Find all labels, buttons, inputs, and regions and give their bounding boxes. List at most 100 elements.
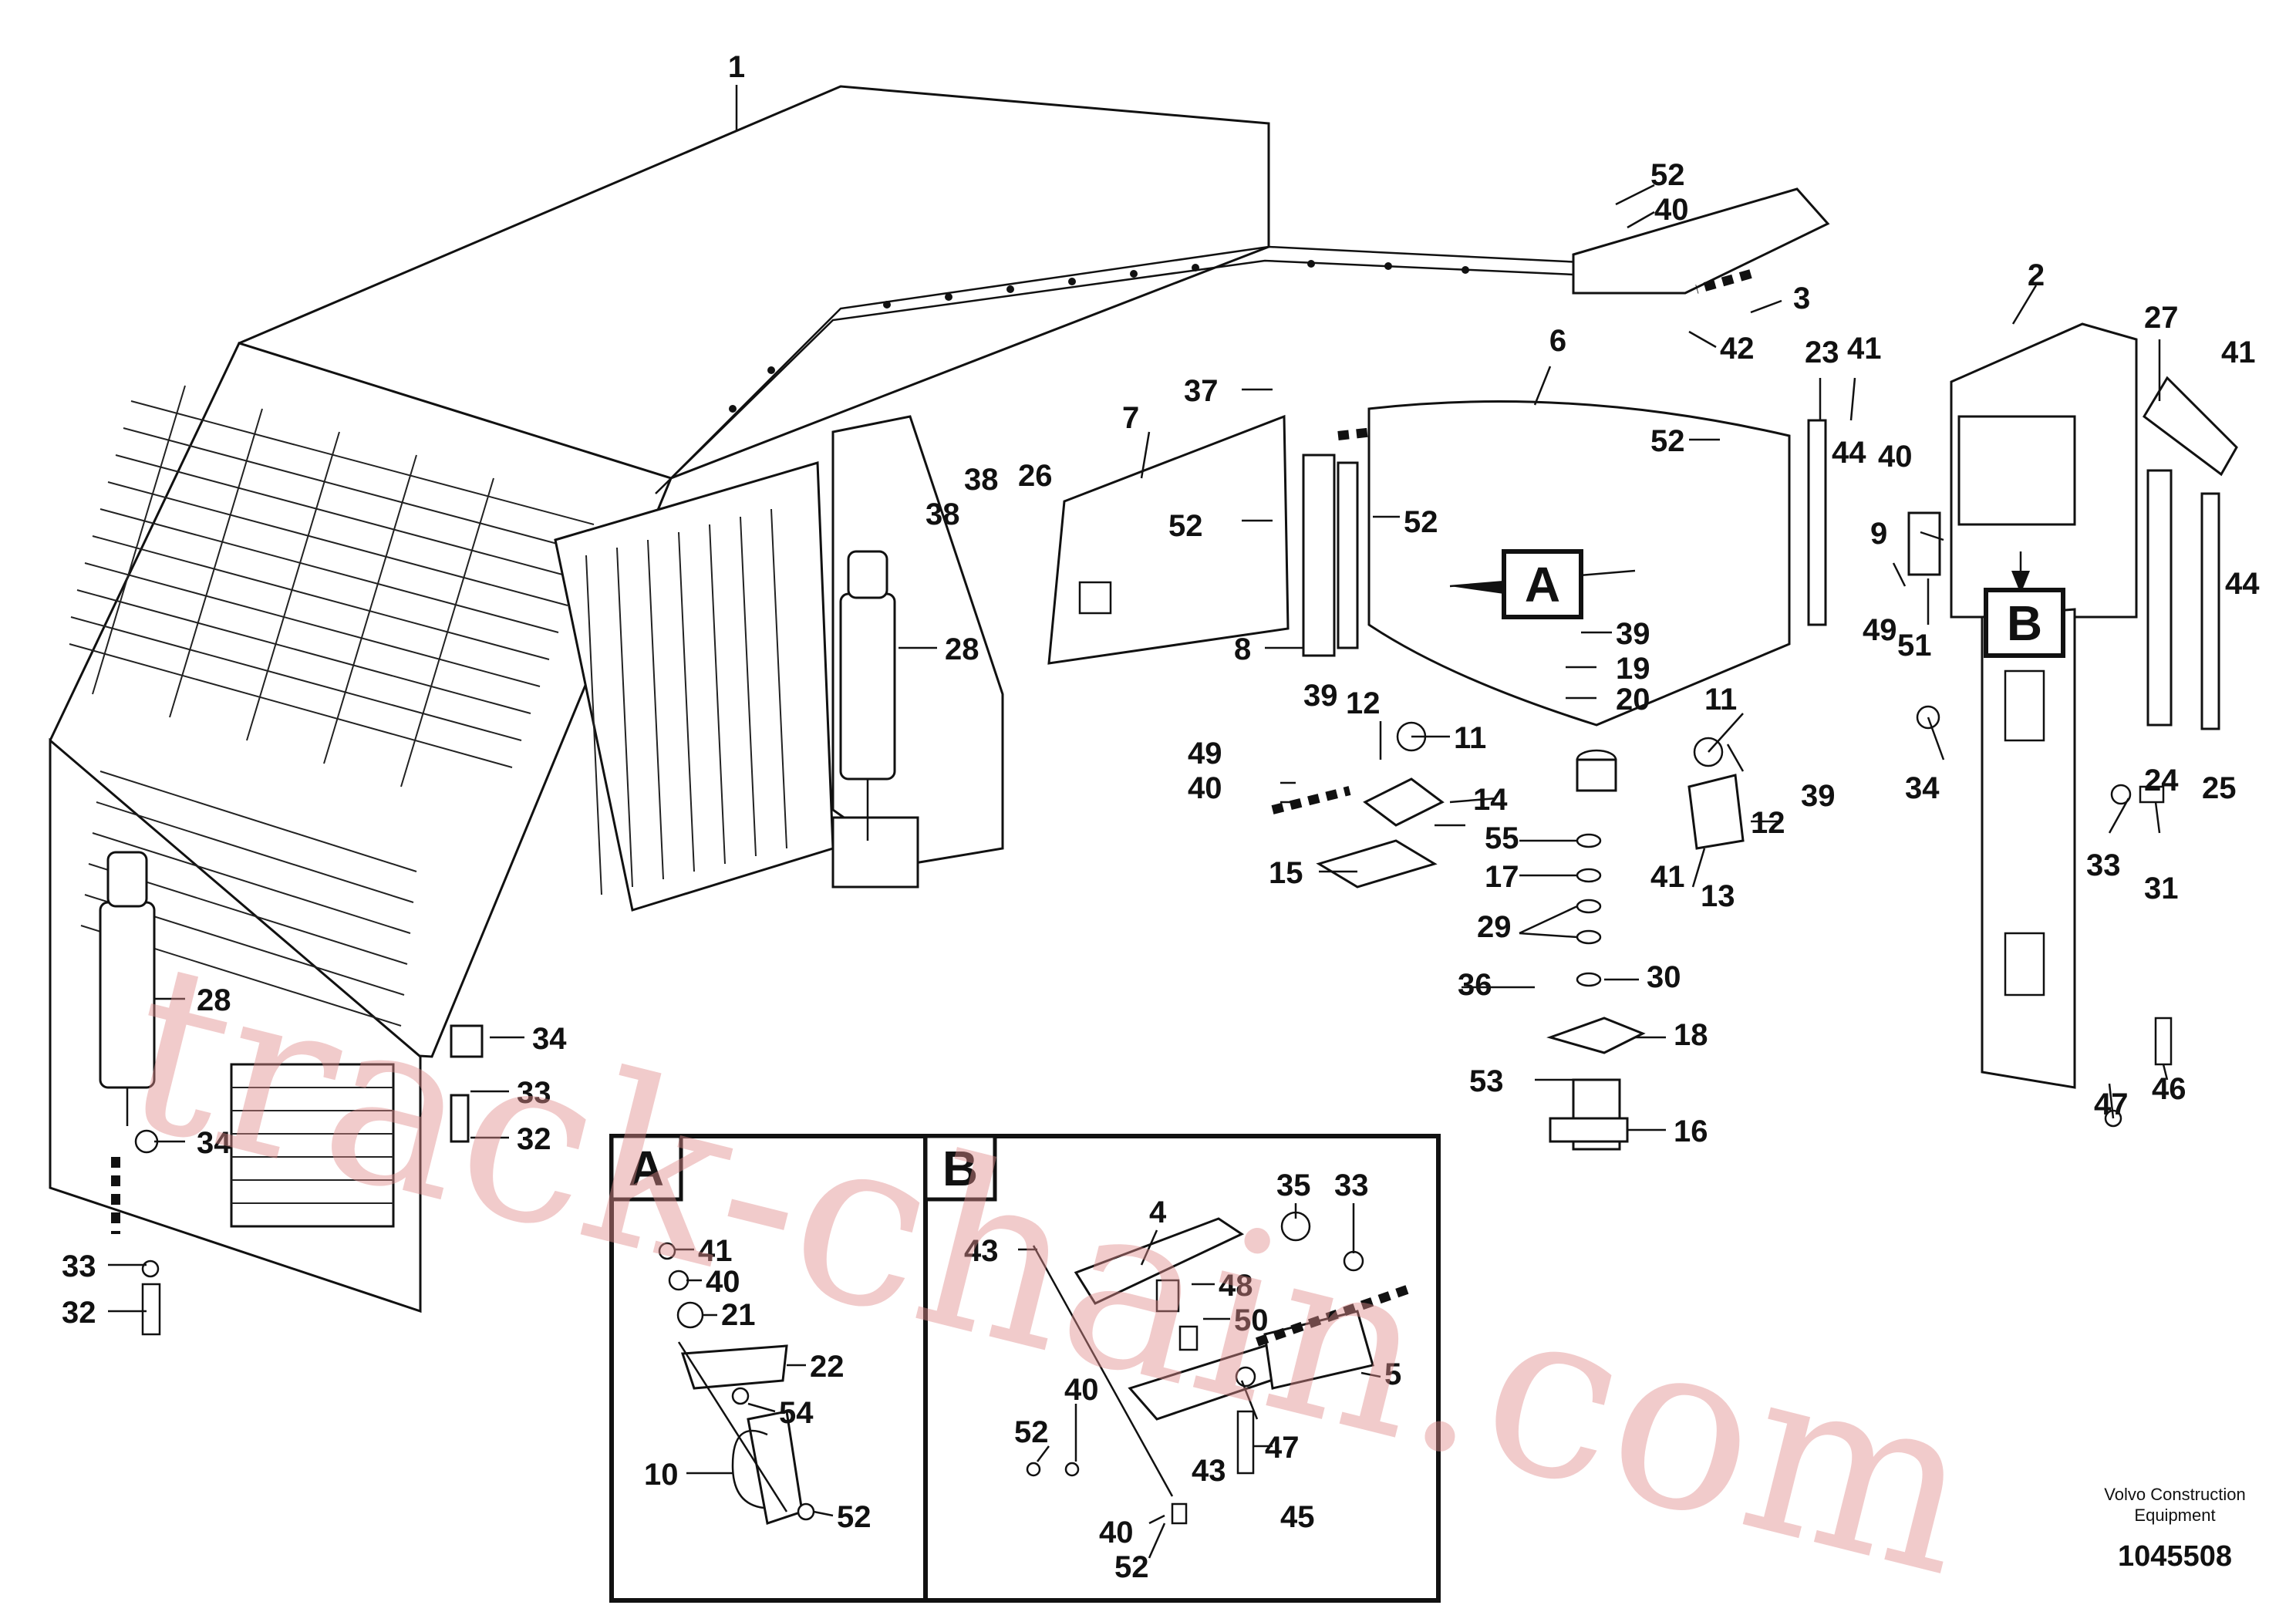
detail-b-callout-45: 45 xyxy=(1280,1500,1315,1534)
arrow-to-a xyxy=(1450,582,1504,594)
callout-41: 41 xyxy=(1847,332,1882,366)
callout-31: 31 xyxy=(2144,872,2179,905)
callout-9: 9 xyxy=(1870,517,1887,551)
callout-tag-a: A xyxy=(1502,549,1583,619)
callout-46: 46 xyxy=(2152,1072,2186,1106)
callout-33: 33 xyxy=(62,1249,96,1283)
door-panel-7 xyxy=(1047,414,1290,665)
callout-32: 32 xyxy=(517,1122,551,1156)
detail-b-callout-48: 48 xyxy=(1219,1269,1253,1303)
callout-17: 17 xyxy=(1485,860,1519,894)
hinge-bracket-8 xyxy=(1302,454,1359,657)
detail-b-callout-40: 40 xyxy=(1099,1516,1134,1549)
callout-11: 11 xyxy=(1454,721,1486,755)
callout-39: 39 xyxy=(1616,617,1650,651)
strip-25 xyxy=(2200,492,2220,730)
detail-b-callout-4: 4 xyxy=(1149,1195,1167,1229)
callout-20: 20 xyxy=(1616,683,1650,717)
callout-33: 33 xyxy=(517,1076,551,1110)
detail-b-callout-33: 33 xyxy=(1334,1168,1369,1202)
svg-text:A: A xyxy=(629,1141,664,1196)
callout-39: 39 xyxy=(1801,779,1836,813)
callout-38: 38 xyxy=(925,497,960,531)
callout-49: 49 xyxy=(1188,737,1222,771)
callout-23: 23 xyxy=(1805,336,1839,369)
callout-41: 41 xyxy=(2221,336,2256,369)
callout-37: 37 xyxy=(1184,374,1219,408)
callout-14: 14 xyxy=(1473,783,1508,817)
callout-1: 1 xyxy=(728,50,745,84)
detail-b-callout-43: 43 xyxy=(1192,1454,1226,1488)
figure-footer: Volvo Construction Equipment 1045508 xyxy=(2104,1485,2245,1573)
svg-text:B: B xyxy=(942,1141,978,1196)
callout-7: 7 xyxy=(1122,401,1139,435)
hinge-14-15 xyxy=(1271,721,1445,889)
hinge-13 xyxy=(1687,737,1745,850)
figure-id-number: 1045508 xyxy=(2118,1540,2232,1573)
callout-47: 47 xyxy=(2094,1088,2129,1121)
engine-hood-assembly xyxy=(49,85,1830,1313)
publisher-line-2: Equipment xyxy=(2134,1506,2215,1525)
svg-text:A: A xyxy=(1525,557,1560,612)
callout-6: 6 xyxy=(1549,324,1566,358)
side-vent xyxy=(230,1063,395,1228)
hood-bolt-row xyxy=(729,260,1469,413)
callout-44: 44 xyxy=(2225,567,2260,601)
detail-b-callout-35: 35 xyxy=(1276,1168,1311,1202)
callout-24: 24 xyxy=(2144,764,2179,798)
callout-40: 40 xyxy=(1878,440,1913,474)
callout-38: 38 xyxy=(964,463,999,497)
callout-49: 49 xyxy=(1863,613,1897,647)
callout-8: 8 xyxy=(1234,632,1251,666)
callout-52: 52 xyxy=(1404,505,1438,539)
callout-3: 3 xyxy=(1793,282,1810,315)
callout-28: 28 xyxy=(945,632,979,666)
callout-34: 34 xyxy=(1905,771,1940,805)
strip-24 xyxy=(2146,469,2173,727)
detail-b-callout-5: 5 xyxy=(1384,1357,1401,1391)
callout-40: 40 xyxy=(1188,771,1222,805)
callout-52: 52 xyxy=(1650,158,1685,192)
leader-lines xyxy=(108,85,2169,1313)
callout-36: 36 xyxy=(1458,968,1492,1002)
strip-23 xyxy=(1807,419,1827,626)
callout-29: 29 xyxy=(1477,910,1512,944)
callout-15: 15 xyxy=(1269,856,1303,890)
callout-13: 13 xyxy=(1701,879,1735,913)
gas-strut-left xyxy=(99,851,156,1126)
detail-a-callout-10: 10 xyxy=(644,1458,679,1492)
callout-27: 27 xyxy=(2144,301,2179,335)
callout-32: 32 xyxy=(62,1296,96,1330)
detail-b-callout-50: 50 xyxy=(1234,1303,1269,1337)
callout-42: 42 xyxy=(1720,332,1755,366)
arrow-to-b xyxy=(2011,571,2030,594)
detail-b-callout-52: 52 xyxy=(1014,1415,1049,1449)
callout-tag-b: B xyxy=(1984,588,2065,658)
callout-34: 34 xyxy=(532,1022,567,1056)
callout-12: 12 xyxy=(1751,806,1785,840)
detail-a-callout-41: 41 xyxy=(698,1234,733,1268)
detail-a-callout-22: 22 xyxy=(810,1350,845,1384)
svg-text:B: B xyxy=(2007,595,2042,651)
callout-39: 39 xyxy=(1303,679,1338,713)
detail-b-callout-52: 52 xyxy=(1114,1550,1149,1584)
callout-labels: 1 52 40 3 42 2 27 41 23 41 6 52 44 40 9 … xyxy=(62,50,2260,1330)
callout-19: 19 xyxy=(1616,652,1650,686)
publisher-line-1: Volvo Construction xyxy=(2104,1485,2245,1504)
pivot-stack xyxy=(1546,749,1646,1151)
detail-b-callout-43: 43 xyxy=(964,1234,999,1268)
callout-16: 16 xyxy=(1674,1114,1708,1148)
detail-b-callout-40: 40 xyxy=(1064,1373,1099,1407)
callout-55: 55 xyxy=(1485,821,1519,855)
callout-2: 2 xyxy=(2028,258,2045,292)
detail-box-a: A 41 40 21 22 54 10 52 xyxy=(609,1134,928,1603)
detail-box-b: B 43 4 35 3 xyxy=(923,1134,1441,1603)
callout-52: 52 xyxy=(1168,509,1203,543)
callout-34: 34 xyxy=(197,1126,231,1160)
callout-44: 44 xyxy=(1832,436,1866,470)
detail-a-callout-54: 54 xyxy=(779,1396,814,1430)
latch-9 xyxy=(1907,415,2076,576)
callout-40: 40 xyxy=(1654,193,1689,227)
detail-a-callout-21: 21 xyxy=(721,1298,756,1332)
